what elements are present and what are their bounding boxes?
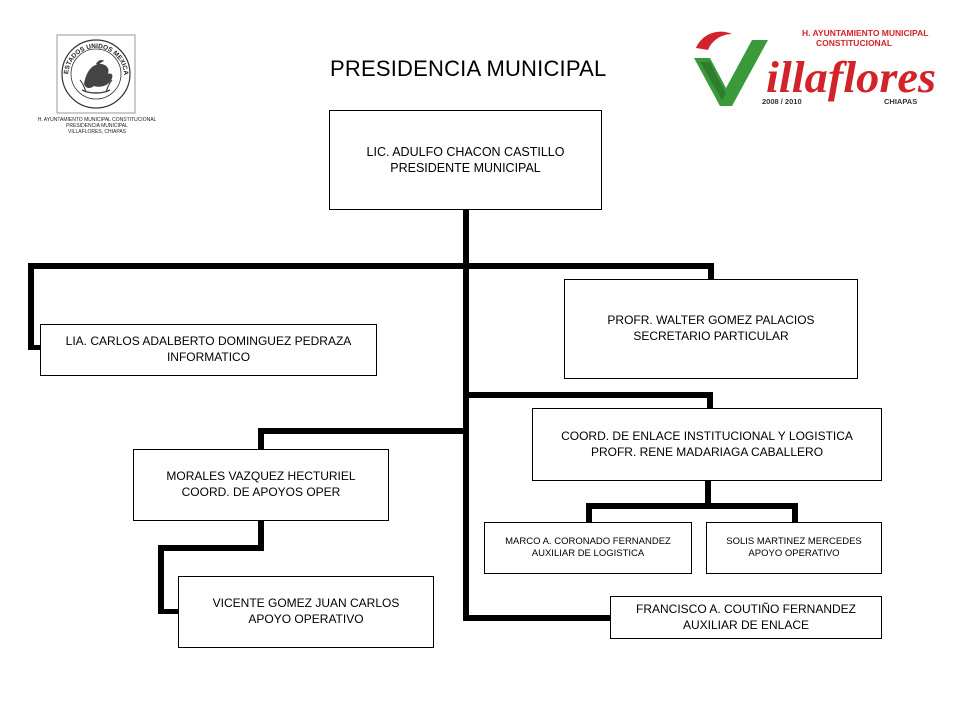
coord-apoyos-role: COORD. DE APOYOS OPER xyxy=(181,485,341,499)
president-role: PRESIDENTE MUNICIPAL xyxy=(390,161,541,175)
connector-apoyos-bar xyxy=(258,428,469,434)
logo-state: CHIAPAS xyxy=(884,97,917,106)
villaflores-logo-icon: H. AYUNTAMIENTO MUNICIPAL CONSTITUCIONAL… xyxy=(694,28,936,106)
connector-vicente-tip xyxy=(158,609,180,614)
apoyo-vicente-box: VICENTE GOMEZ JUAN CARLOS APOYO OPERATIV… xyxy=(178,576,434,648)
secretario-box: PROFR. WALTER GOMEZ PALACIOS SECRETARIO … xyxy=(564,279,858,379)
connector-aux-enlace-tip xyxy=(463,615,611,621)
coord-apoyos-name: MORALES VAZQUEZ HECTURIEL xyxy=(166,469,356,484)
logo-line-1: H. AYUNTAMIENTO MUNICIPAL xyxy=(802,28,928,38)
connector-enlace-drop xyxy=(707,392,713,409)
connector-top-bar xyxy=(28,263,714,269)
seal-caption-line-2: PRESIDENCIA MUNICIPAL xyxy=(66,122,128,129)
page-title: PRESIDENCIA MUNICIPAL xyxy=(330,56,607,81)
logo-period: 2008 / 2010 xyxy=(762,97,802,106)
connector-trunk xyxy=(463,209,469,621)
president-box: LIC. ADULFO CHACON CASTILLO PRESIDENTE M… xyxy=(329,110,602,210)
connector-apoyos-drop xyxy=(258,428,264,450)
national-seal: ESTADOS UNIDOS MEXICANOS xyxy=(53,29,136,114)
logo-line-2: CONSTITUCIONAL xyxy=(816,38,892,48)
villaflores-logo: H. AYUNTAMIENTO MUNICIPAL CONSTITUCIONAL… xyxy=(692,22,944,110)
aux-logistica-box: MARCO A. CORONADO FERNANDEZ AUXILIAR DE … xyxy=(484,522,692,574)
connector-enlace-child-bar xyxy=(586,503,798,509)
aux-enlace-box: FRANCISCO A. COUTIÑO FERNANDEZ AUXILIAR … xyxy=(610,596,882,639)
connector-logistica-drop xyxy=(586,503,592,523)
coord-enlace-box: COORD. DE ENLACE INSTITUCIONAL Y LOGISTI… xyxy=(532,408,882,481)
coord-enlace-name: COORD. DE ENLACE INSTITUCIONAL Y LOGISTI… xyxy=(561,428,853,443)
apoyo-solis-box: SOLIS MARTINEZ MERCEDES APOYO OPERATIVO xyxy=(706,522,882,574)
president-name: LIC. ADULFO CHACON CASTILLO xyxy=(366,144,565,159)
connector-solis-drop xyxy=(792,503,798,523)
coord-apoyos-box: MORALES VAZQUEZ HECTURIEL COORD. DE APOY… xyxy=(133,449,389,521)
informatico-name: LIA. CARLOS ADALBERTO DOMINGUEZ PEDRAZA xyxy=(65,334,352,349)
apoyo-solis-role: APOYO OPERATIVO xyxy=(748,548,840,559)
connector-vicente-drop xyxy=(158,545,164,613)
apoyo-vicente-role: APOYO OPERATIVO xyxy=(248,612,364,626)
apoyo-solis-name: SOLIS MARTINEZ MERCEDES xyxy=(726,535,862,547)
aux-enlace-role: AUXILIAR DE ENLACE xyxy=(682,617,810,632)
connector-apoyos-child-bar xyxy=(158,545,264,551)
apoyo-vicente-name: VICENTE GOMEZ JUAN CARLOS xyxy=(212,596,400,611)
eagle-seal-icon: ESTADOS UNIDOS MEXICANOS xyxy=(53,29,136,114)
seal-caption-line-3: VILLAFLORES, CHIAPAS xyxy=(68,128,126,135)
aux-enlace-name: FRANCISCO A. COUTIÑO FERNANDEZ xyxy=(635,601,856,616)
connector-informatico-tip xyxy=(28,345,42,350)
connector-apoyos-child-stem xyxy=(258,520,264,549)
coord-enlace-role: PROFR. RENE MADARIAGA CABALLERO xyxy=(590,444,824,459)
logo-name: illaflores xyxy=(766,53,936,102)
secretario-role: SECRETARIO PARTICULAR xyxy=(633,329,789,343)
informatico-role: INFORMATICO xyxy=(166,350,251,364)
informatico-box: LIA. CARLOS ADALBERTO DOMINGUEZ PEDRAZA … xyxy=(40,324,377,376)
aux-logistica-role: AUXILIAR DE LOGISTICA xyxy=(531,548,645,559)
secretario-name: PROFR. WALTER GOMEZ PALACIOS xyxy=(607,313,815,328)
connector-enlace-bar xyxy=(463,392,713,398)
connector-enlace-child-stem xyxy=(705,480,711,507)
seal-caption-line-1: H. AYUNTAMIENTO MUNICIPAL CONSTITUCIONAL xyxy=(37,117,157,123)
connector-secretario xyxy=(708,263,714,280)
connector-informatico xyxy=(28,263,34,349)
seal-caption: H. AYUNTAMIENTO MUNICIPAL CONSTITUCIONAL… xyxy=(22,117,172,135)
aux-logistica-name: MARCO A. CORONADO FERNANDEZ xyxy=(505,535,671,547)
